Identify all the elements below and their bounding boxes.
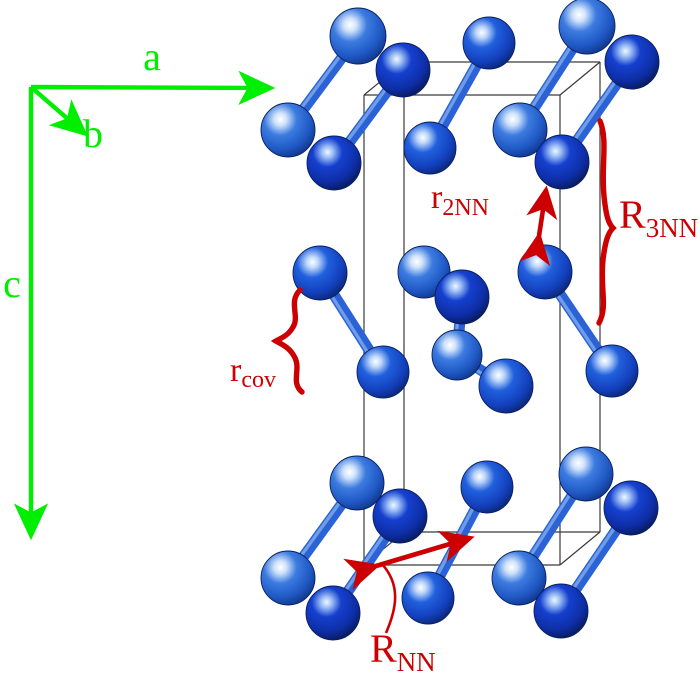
r-cov-label: rcov [230,352,276,393]
atom-sphere [260,102,316,158]
atom-sphere [372,488,428,544]
annotation-R-NN: RNN [343,530,475,677]
atom-sphere [558,446,614,502]
atom-sphere [517,244,573,300]
annotation-R-3NN: R3NN [596,118,698,326]
atom-sphere [604,34,660,90]
R-NN-leader [380,562,397,634]
atom-sphere [462,16,516,70]
r-2NN-arrow [519,185,558,267]
atom-sphere [397,245,451,299]
atom-sphere [329,455,385,511]
atom-sphere [431,329,483,381]
atom-sphere [401,571,455,625]
atom-sphere [491,550,547,606]
atom-sphere [558,0,616,55]
atom-sphere [460,460,514,514]
axis-label-c: c [3,261,21,306]
atom-sphere [292,245,348,301]
atom-sphere [533,583,589,639]
atom-sphere [306,135,362,191]
R-NN-label: RNN [370,626,436,677]
annotation-r-cov: rcov [230,287,305,395]
R-NN-arrow [343,530,475,590]
atom-sphere [356,345,410,399]
cell-edge-depth [559,531,601,566]
axis-label-a: a [143,34,161,79]
atom-sphere [585,344,639,398]
r-2NN-label: r2NN [431,179,489,221]
atom-sphere [478,358,534,414]
r-cov-brace [270,287,305,395]
axis-label-b: b [83,111,103,156]
atom-layer [260,0,660,641]
R-3NN-label: R3NN [619,192,698,243]
atom-sphere [492,102,548,158]
atom-sphere [260,550,316,606]
lattice-axes: a b c [3,34,276,541]
atom-sphere [403,121,457,175]
distance-annotations: rcov r2NN R3NN RNN [230,118,698,677]
atom-sphere [434,269,490,325]
atom-sphere [329,7,387,65]
atom-sphere [375,42,431,98]
atom-sphere [534,134,590,190]
cell-edge-depth [559,61,601,96]
atom-sphere [305,585,361,641]
axis-arrow-a [30,70,276,106]
R-3NN-brace [596,118,617,326]
axis-arrow-b [29,85,88,137]
atom-sphere [603,480,659,536]
annotation-r-2NN: r2NN [431,179,558,267]
